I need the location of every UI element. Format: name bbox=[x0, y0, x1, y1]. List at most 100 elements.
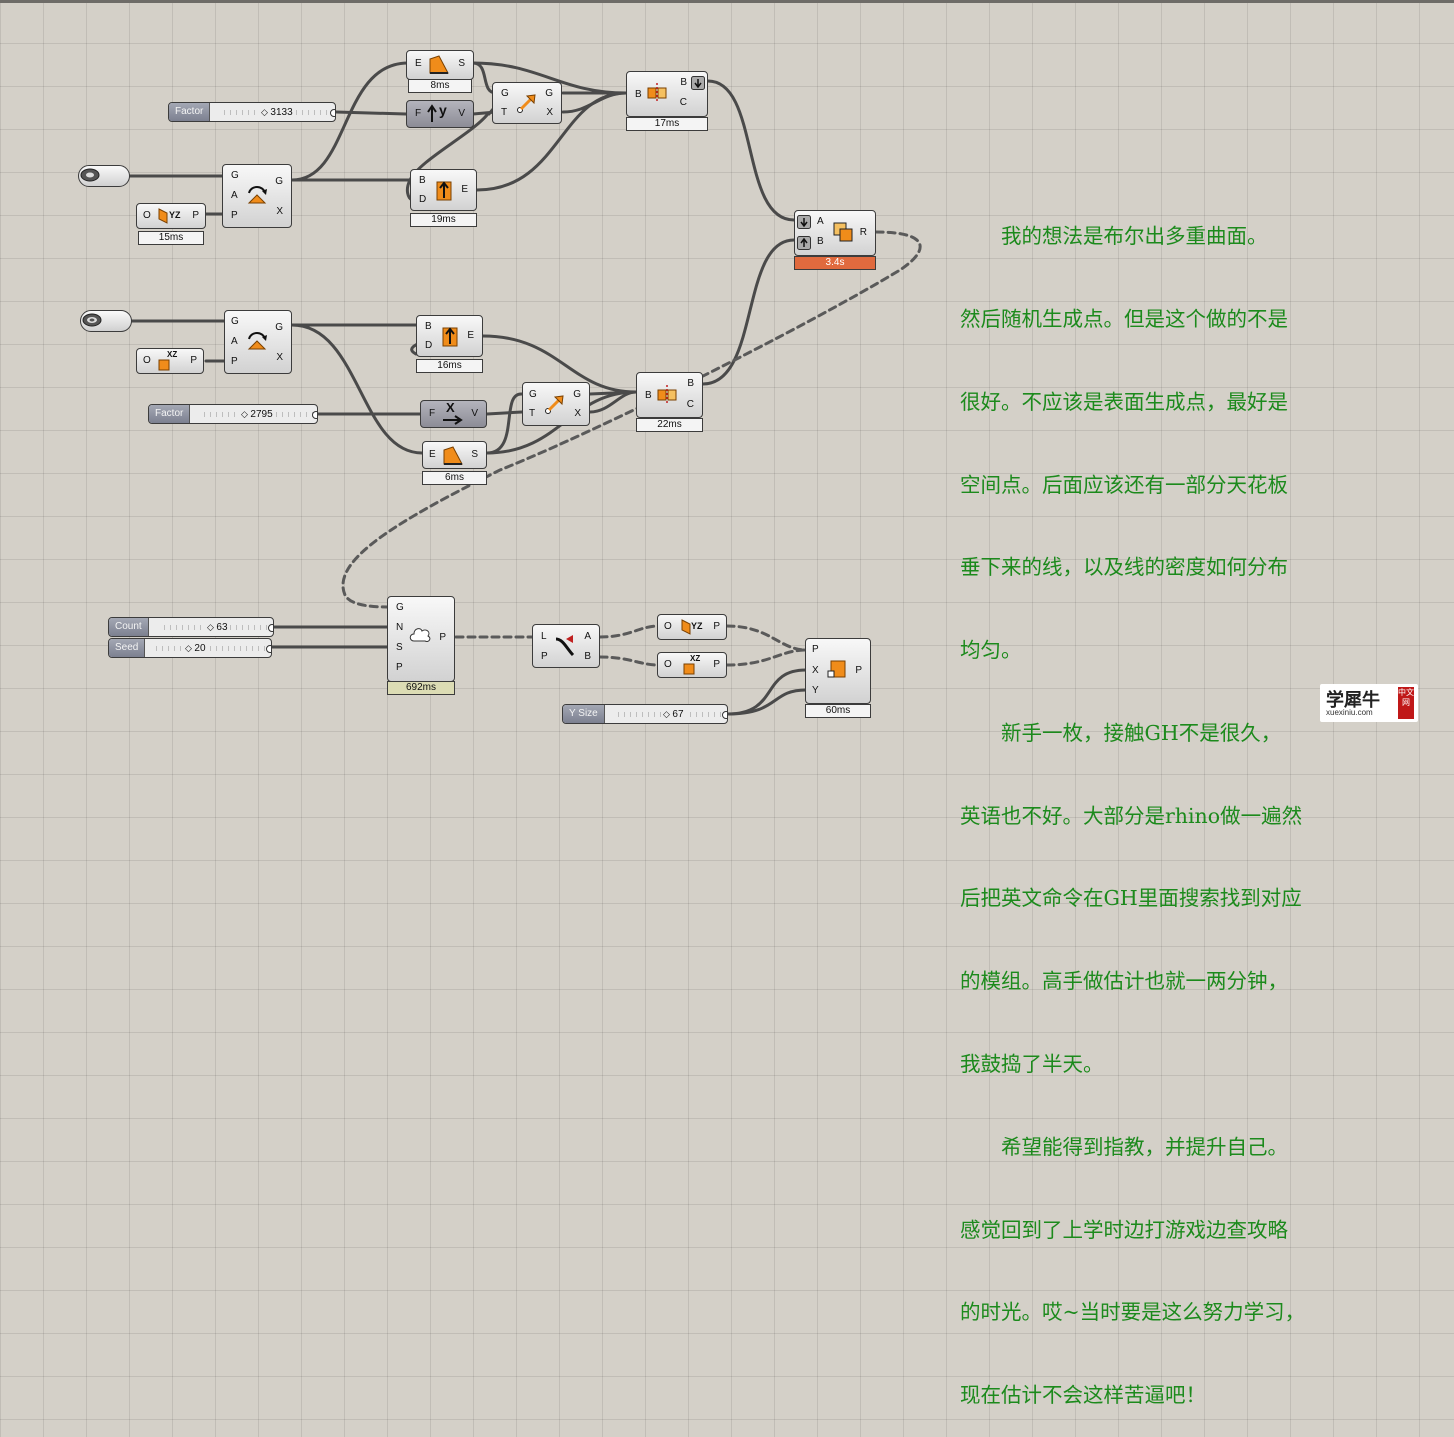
output-P[interactable]: P bbox=[713, 659, 720, 670]
brep-param-top[interactable] bbox=[78, 165, 130, 187]
edges-component-mid[interactable]: B D E bbox=[416, 315, 483, 357]
move-component-mid[interactable]: G T G X bbox=[522, 382, 590, 426]
input-P[interactable]: P bbox=[231, 210, 238, 221]
input-F[interactable]: F bbox=[415, 108, 422, 119]
output-X[interactable]: X bbox=[276, 352, 283, 363]
xz-plane-component-mid[interactable]: O XZ P bbox=[136, 348, 204, 374]
flatten-icon[interactable] bbox=[691, 76, 705, 90]
graft-icon[interactable] bbox=[797, 215, 811, 229]
output-G[interactable]: G bbox=[573, 389, 581, 400]
output-grip[interactable] bbox=[312, 411, 317, 419]
edges-component-top[interactable]: B D E bbox=[410, 169, 477, 211]
xz-plane-component-bottom[interactable]: O XZ P bbox=[657, 652, 727, 678]
output-P[interactable]: P bbox=[855, 665, 862, 676]
output-A[interactable]: A bbox=[584, 631, 591, 642]
output-G[interactable]: G bbox=[275, 322, 283, 333]
output-grip[interactable] bbox=[330, 109, 335, 117]
output-B[interactable]: B bbox=[584, 651, 591, 662]
extrude-component-mid[interactable]: E S bbox=[422, 441, 487, 469]
input-P[interactable]: P bbox=[812, 644, 819, 655]
rectangle-component[interactable]: P X Y P bbox=[805, 638, 871, 704]
boolean-difference-component[interactable]: A B R bbox=[794, 210, 876, 256]
input-O[interactable]: O bbox=[664, 621, 672, 632]
factor-slider-mid[interactable]: Factor ◇ 2795 bbox=[148, 404, 318, 424]
yz-plane-component-top[interactable]: O YZ P bbox=[136, 203, 206, 229]
yz-plane-component-bottom[interactable]: O YZ P bbox=[657, 614, 727, 640]
output-grip[interactable] bbox=[266, 645, 271, 653]
output-V[interactable]: V bbox=[458, 108, 465, 119]
input-P[interactable]: P bbox=[396, 662, 403, 673]
input-O[interactable]: O bbox=[664, 659, 672, 670]
input-S[interactable]: S bbox=[396, 642, 403, 653]
output-X[interactable]: X bbox=[574, 408, 581, 419]
output-B[interactable]: B bbox=[687, 378, 694, 389]
input-E[interactable]: E bbox=[429, 449, 436, 460]
input-B[interactable]: B bbox=[425, 321, 432, 332]
output-C[interactable]: C bbox=[679, 97, 687, 108]
output-grip[interactable] bbox=[268, 624, 273, 632]
populate-geometry-component[interactable]: G N S P P bbox=[387, 596, 455, 682]
rotate-icon bbox=[247, 332, 267, 350]
output-P[interactable]: P bbox=[190, 355, 197, 366]
rotate-component-mid[interactable]: G A P G X bbox=[224, 310, 292, 374]
input-L[interactable]: L bbox=[541, 631, 547, 642]
flatten-icon[interactable] bbox=[797, 236, 811, 250]
y-size-slider[interactable]: Y Size ◇ 67 bbox=[562, 704, 728, 724]
factor-slider-top[interactable]: Factor ◇ 3133 bbox=[168, 102, 336, 122]
input-T[interactable]: T bbox=[501, 107, 508, 118]
boolean-split-component-mid[interactable]: B B C bbox=[636, 372, 703, 418]
output-X[interactable]: X bbox=[276, 206, 283, 217]
output-P[interactable]: P bbox=[713, 621, 720, 632]
input-P[interactable]: P bbox=[231, 356, 238, 367]
output-grip[interactable] bbox=[722, 711, 727, 719]
plane-glyph: XZ bbox=[167, 350, 178, 359]
seed-slider[interactable]: Seed ◇ 20 bbox=[108, 638, 272, 658]
rotate-component-top[interactable]: G A P G X bbox=[222, 164, 292, 228]
input-B[interactable]: B bbox=[645, 390, 652, 401]
output-E[interactable]: E bbox=[461, 184, 468, 195]
input-P[interactable]: P bbox=[541, 651, 548, 662]
output-G[interactable]: G bbox=[275, 176, 283, 187]
boolean-split-component-top[interactable]: B B C bbox=[626, 71, 708, 117]
input-Y[interactable]: Y bbox=[812, 685, 819, 696]
count-slider[interactable]: Count ◇ 63 bbox=[108, 617, 274, 637]
output-R[interactable]: R bbox=[859, 227, 867, 238]
end-points-component[interactable]: L P A B bbox=[532, 624, 600, 668]
input-D[interactable]: D bbox=[425, 340, 433, 351]
output-C[interactable]: C bbox=[686, 399, 694, 410]
output-V[interactable]: V bbox=[471, 408, 478, 419]
output-X[interactable]: X bbox=[546, 107, 553, 118]
unit-x-component[interactable]: F X V bbox=[420, 400, 487, 428]
input-O[interactable]: O bbox=[143, 210, 151, 221]
input-G[interactable]: G bbox=[231, 170, 239, 181]
input-D[interactable]: D bbox=[419, 194, 427, 205]
extrude-component-top[interactable]: E S bbox=[406, 50, 474, 80]
move-component-top[interactable]: G T G X bbox=[492, 82, 562, 124]
input-B[interactable]: B bbox=[419, 175, 426, 186]
input-G[interactable]: G bbox=[501, 88, 509, 99]
brep-param-mid[interactable] bbox=[80, 310, 132, 332]
output-B[interactable]: B bbox=[680, 77, 687, 88]
input-G[interactable]: G bbox=[529, 389, 537, 400]
output-P[interactable]: P bbox=[192, 210, 199, 221]
input-T[interactable]: T bbox=[529, 408, 536, 419]
slider-track[interactable] bbox=[151, 639, 267, 657]
input-B[interactable]: B bbox=[817, 236, 824, 247]
input-A[interactable]: A bbox=[231, 190, 238, 201]
input-O[interactable]: O bbox=[143, 355, 151, 366]
input-A[interactable]: A bbox=[231, 336, 238, 347]
input-B[interactable]: B bbox=[635, 89, 642, 100]
output-S[interactable]: S bbox=[471, 449, 478, 460]
input-N[interactable]: N bbox=[396, 622, 404, 633]
output-P[interactable]: P bbox=[439, 632, 446, 643]
output-S[interactable]: S bbox=[458, 58, 465, 69]
input-F[interactable]: F bbox=[429, 408, 436, 419]
input-E[interactable]: E bbox=[415, 58, 422, 69]
input-A[interactable]: A bbox=[817, 216, 824, 227]
input-X[interactable]: X bbox=[812, 665, 819, 676]
input-G[interactable]: G bbox=[231, 316, 239, 327]
output-G[interactable]: G bbox=[545, 88, 553, 99]
input-G[interactable]: G bbox=[396, 602, 404, 613]
output-E[interactable]: E bbox=[467, 330, 474, 341]
unit-y-component[interactable]: F y V bbox=[406, 100, 474, 128]
